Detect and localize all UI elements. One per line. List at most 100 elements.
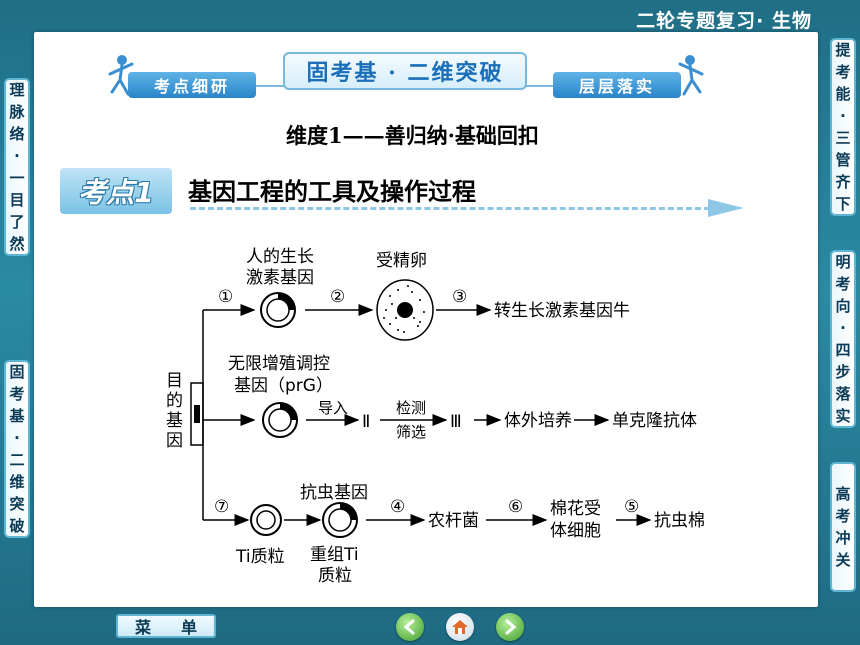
- recomb-plasmid-insert: [340, 503, 357, 520]
- home-icon: [452, 620, 468, 634]
- tab-char: ·: [14, 429, 20, 447]
- human-gene-label: 激素基因: [246, 268, 314, 288]
- banner-right-bar: 层层落实: [553, 72, 681, 98]
- plasmid-insert: [280, 403, 297, 420]
- gene-segment-marker: [194, 405, 200, 423]
- menu-button[interactable]: 菜 单: [116, 614, 216, 638]
- tab-char: 向: [835, 297, 851, 315]
- ti-plasmid-label: Ti质粒: [235, 547, 285, 567]
- tab-char: 脉: [9, 103, 25, 121]
- tab-char: 高: [835, 485, 851, 503]
- tab-char: 管: [835, 151, 851, 169]
- human-gene-label: 人的生长: [246, 247, 314, 267]
- header-title: 二轮专题复习· 生物: [636, 10, 812, 32]
- detect-label: 检测: [396, 399, 426, 417]
- tab-char: 突: [9, 495, 25, 513]
- banner-left-bar: 考点细研: [128, 72, 256, 98]
- side-tab-basics[interactable]: 固 考 基 · 二 维 突 破: [4, 360, 30, 538]
- tab-char: 步: [835, 363, 851, 381]
- cotton-cell-label: 体细胞: [550, 521, 601, 541]
- stage-2-label: Ⅱ: [362, 412, 370, 432]
- tab-char: 一: [9, 169, 25, 187]
- insect-gene-label: 抗虫基因: [300, 483, 368, 503]
- prev-button[interactable]: [396, 613, 424, 641]
- step-7-label: ⑦: [214, 497, 229, 517]
- tab-char: 基: [9, 407, 25, 425]
- forward-arrow-icon: [505, 619, 517, 635]
- tab-char: 三: [835, 129, 851, 147]
- tab-char: 固: [9, 363, 25, 381]
- import-label: 导入: [318, 399, 348, 417]
- tab-char: 冲: [835, 529, 851, 547]
- next-button[interactable]: [496, 613, 524, 641]
- culture-label: 体外培养: [504, 411, 572, 431]
- tab-char: ·: [14, 147, 20, 165]
- source-label-char: 目: [166, 371, 183, 391]
- tab-char: 考: [9, 385, 25, 403]
- step-5-label: ⑤: [624, 497, 639, 517]
- step-2-label: ②: [330, 287, 345, 307]
- egg-label: 受精卵: [376, 251, 427, 271]
- back-arrow-icon: [403, 619, 415, 635]
- decorative-arrow-head: [708, 199, 744, 217]
- transgenic-cow-label: 转生长激素基因牛: [494, 301, 630, 321]
- tab-char: 了: [9, 213, 25, 231]
- plasmid-inner: [268, 408, 292, 432]
- recomb-plasmid-label: 重组Ti: [310, 545, 359, 565]
- egg-nucleus: [397, 302, 413, 318]
- tab-char: 破: [9, 517, 25, 535]
- tab-char: 理: [9, 81, 25, 99]
- dimension-title: 维度1——善归纳·基础回扣: [286, 123, 539, 148]
- prg-gene-label: 基因（prG）: [234, 376, 333, 396]
- tab-char: 目: [9, 191, 25, 209]
- step-1-label: ①: [218, 287, 233, 307]
- menu-char: 菜: [134, 618, 151, 637]
- tab-char: 维: [9, 473, 25, 491]
- plasmid-inner: [266, 298, 290, 322]
- plasmid-insert: [278, 293, 295, 310]
- runner-figure-right-icon: [678, 55, 704, 96]
- key-point-badge: 考点1: [60, 168, 172, 214]
- step-4-label: ④: [390, 497, 405, 517]
- tab-char: 二: [9, 451, 25, 469]
- recomb-plasmid-inner: [328, 508, 352, 532]
- home-button[interactable]: [446, 613, 474, 641]
- tab-char: 络: [9, 125, 25, 143]
- source-label-char: 基: [166, 411, 183, 431]
- recomb-plasmid-label: 质粒: [318, 566, 352, 586]
- source-label-char: 因: [166, 431, 183, 451]
- tab-char: 考: [835, 275, 851, 293]
- antibody-label: 单克隆抗体: [612, 411, 697, 431]
- tab-char: 关: [835, 551, 851, 569]
- decorative-dashed-arrow: [190, 207, 710, 210]
- tab-char: ·: [840, 107, 846, 125]
- prg-gene-label: 无限增殖调控: [228, 354, 330, 374]
- side-tab-exam[interactable]: 高 考 冲 关: [830, 462, 856, 592]
- tab-char: ·: [840, 319, 846, 337]
- source-label-char: 的: [166, 391, 183, 411]
- key-point-title: 基因工程的工具及操作过程: [188, 178, 476, 206]
- side-tab-ability[interactable]: 提 考 能 · 三 管 齐 下: [830, 38, 856, 216]
- runner-figure-left-icon: [108, 55, 134, 96]
- tab-char: 落: [835, 385, 851, 403]
- insect-cotton-label: 抗虫棉: [654, 511, 705, 531]
- step-6-label: ⑥: [508, 497, 523, 517]
- tab-char: 然: [9, 235, 25, 253]
- side-tab-direction[interactable]: 明 考 向 · 四 步 落 实: [830, 250, 856, 428]
- step-3-label: ③: [452, 287, 467, 307]
- tab-char: 实: [835, 407, 851, 425]
- screen-label: 筛选: [396, 423, 426, 441]
- side-tab-overview[interactable]: 理 脉 络 · 一 目 了 然: [4, 78, 30, 256]
- cotton-cell-label: 棉花受: [550, 499, 601, 519]
- tab-char: 提: [835, 41, 851, 59]
- egg-dots: [383, 285, 425, 333]
- tab-char: 考: [835, 63, 851, 81]
- tab-char: 齐: [835, 173, 851, 191]
- tab-char: 明: [835, 253, 851, 271]
- stage-3-label: Ⅲ: [450, 412, 462, 432]
- tab-char: 能: [835, 85, 851, 103]
- tab-char: 下: [835, 195, 851, 213]
- agrobacterium-label: 农杆菌: [428, 511, 479, 531]
- menu-char: 单: [181, 618, 198, 637]
